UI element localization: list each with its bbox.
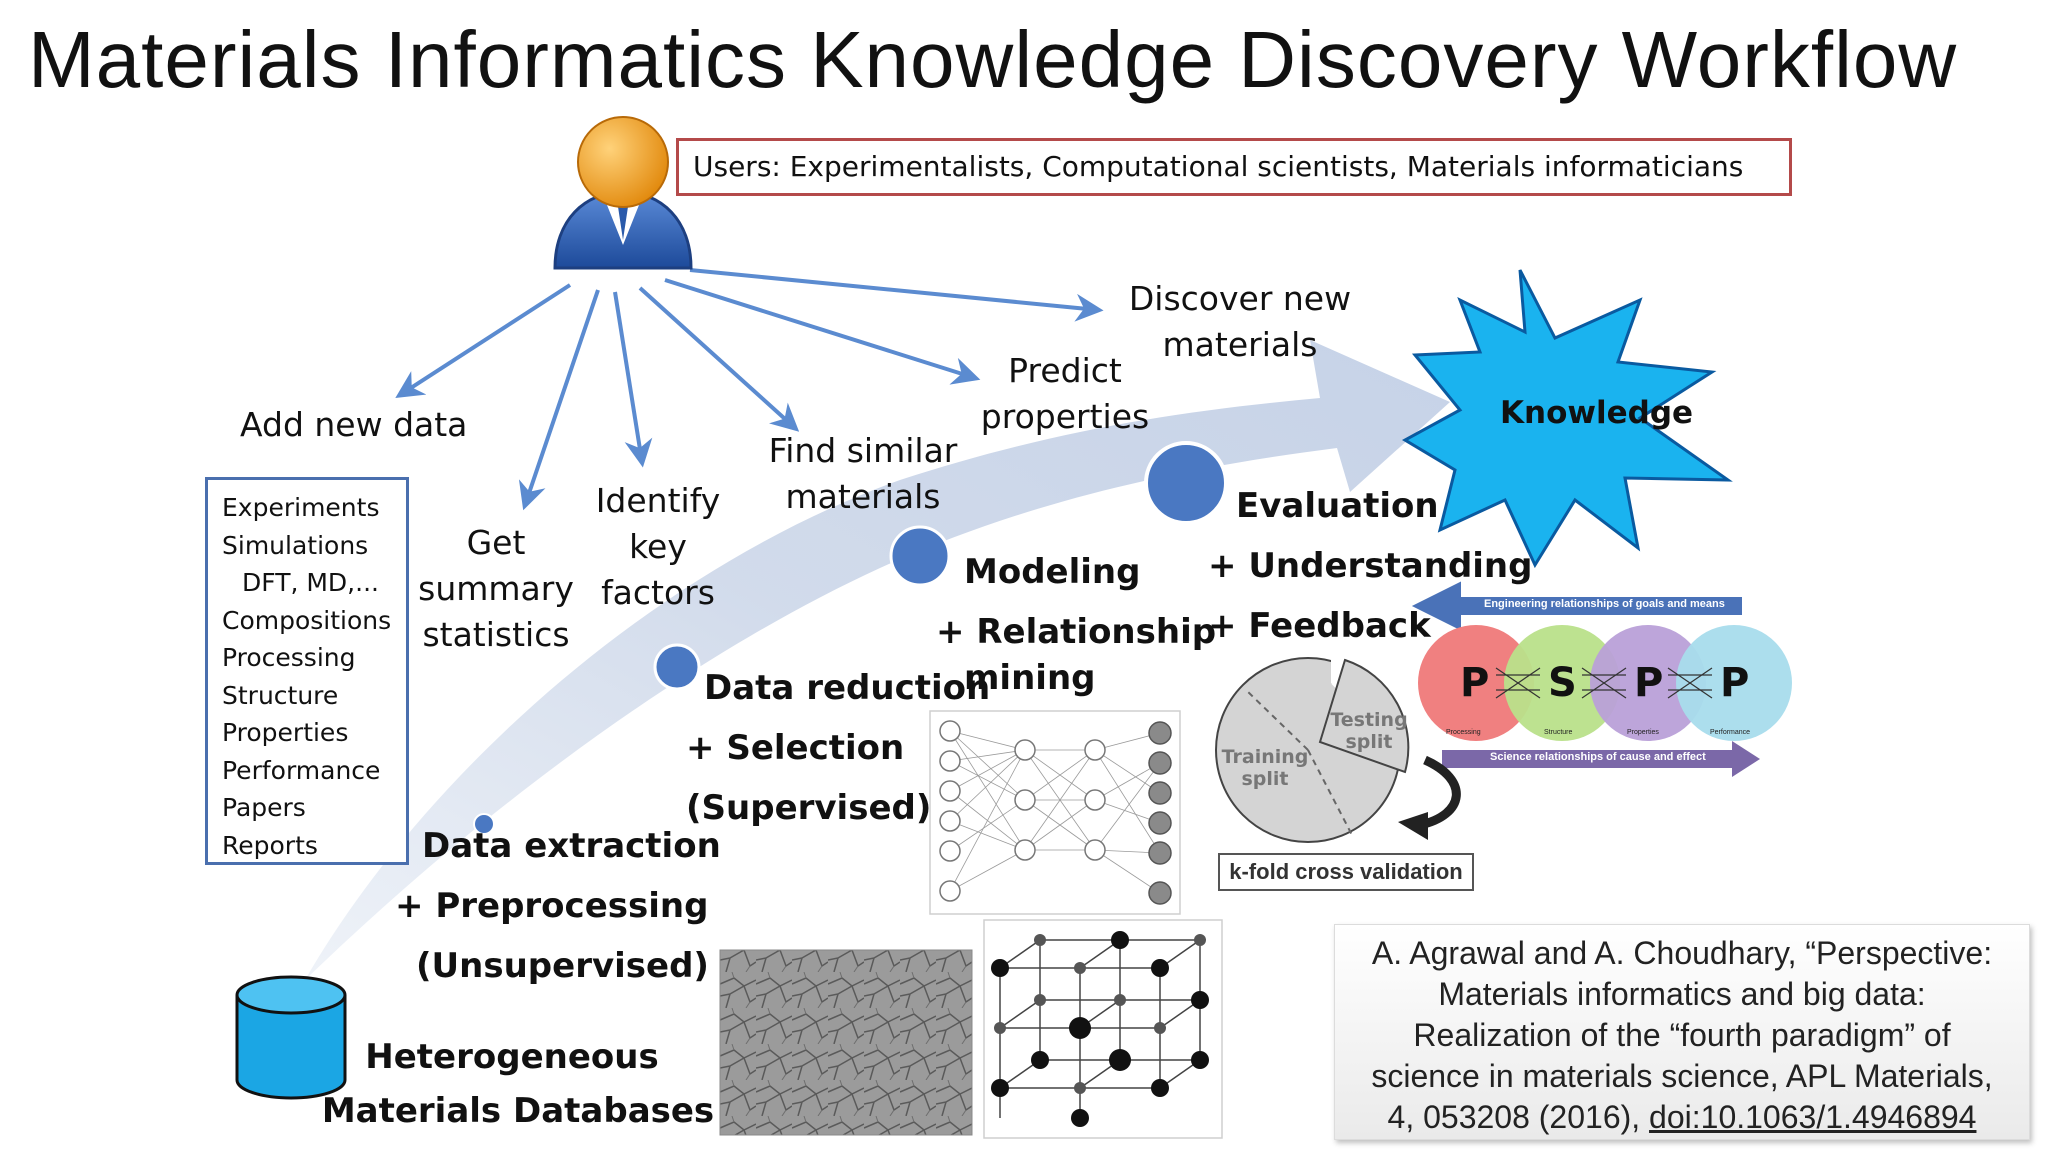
citation-box: A. Agrawal and A. Choudhary, “Perspectiv… <box>1334 924 2030 1140</box>
task-key-factors: Identify key factors <box>578 478 738 616</box>
node-evaluation <box>1144 441 1228 525</box>
psp-letter-properties: P <box>1634 660 1664 706</box>
psp-letter-processing: P <box>1460 660 1490 706</box>
psp-caption: Properties <box>1627 729 1659 736</box>
split-line: Testing <box>1330 709 1408 731</box>
kfold-pie <box>1215 652 1461 843</box>
task-predict-line: Predict <box>1008 351 1122 390</box>
citation-ref: 4, 053208 (2016), <box>1387 1099 1650 1135</box>
stage-evaluation: Evaluation + Understanding + Feedback <box>1208 476 1532 656</box>
database-label: Heterogeneous Materials Databases <box>318 1030 718 1138</box>
stage-reduction: Data reduction + Selection (Supervised) <box>686 658 991 838</box>
citation-line: 4, 053208 (2016), doi:10.1063/1.4946894 <box>1335 1097 2029 1138</box>
stage-modeling: Modeling + Relationship mining <box>936 542 1216 708</box>
users-box: Users: Experimentalists, Computational s… <box>676 138 1792 196</box>
citation-line: Realization of the “fourth paradigm” of <box>1413 1017 1951 1053</box>
stage-line: mining <box>964 658 1096 698</box>
task-summary-stats: Get summary statistics <box>416 520 576 658</box>
task-similar-line: Find similar <box>768 431 958 470</box>
task-similar-line: materials <box>785 477 941 516</box>
citation-line: Materials informatics and big data: <box>1438 976 1926 1012</box>
task-key-line: key <box>629 527 687 566</box>
task-predict-properties: Predict properties <box>960 348 1170 440</box>
node-modeling <box>889 525 951 587</box>
page-title: Materials Informatics Knowledge Discover… <box>28 15 1958 104</box>
psp-caption: Performance <box>1710 729 1751 736</box>
psp-caption: Processing <box>1446 729 1481 736</box>
stage-line: Modeling <box>964 552 1141 592</box>
split-line: Training <box>1221 746 1309 768</box>
task-discover-line: Discover new <box>1128 279 1352 318</box>
psp-caption: Structure <box>1544 729 1573 736</box>
task-discover-materials: Discover new materials <box>1120 276 1360 368</box>
knowledge-star <box>1401 269 1733 569</box>
list-item: Reports <box>222 830 318 860</box>
psp-letter-performance: P <box>1720 660 1750 706</box>
psp-letter-structure: S <box>1548 660 1577 706</box>
task-add-new-data: Add new data <box>240 405 468 444</box>
microstructure-image <box>719 949 973 1136</box>
stage-line: Data reduction <box>704 668 991 708</box>
list-item: Compositions <box>222 605 392 635</box>
task-similar-materials: Find similar materials <box>758 428 968 520</box>
user-arrows <box>395 268 1104 511</box>
crystal-lattice-image <box>983 919 1223 1139</box>
kfold-caption: k-fold cross validation <box>1218 853 1474 891</box>
psp-bottom-arrow-label: Science relationships of cause and effec… <box>1490 751 1706 763</box>
stage-line: + Relationship <box>936 612 1217 652</box>
node-extraction <box>473 813 495 835</box>
testing-split-label: Testing split <box>1324 709 1414 753</box>
stage-line: Evaluation <box>1236 486 1439 526</box>
task-summary-line: Get <box>466 523 526 562</box>
doi-link[interactable]: doi:10.1063/1.4946894 <box>1649 1099 1977 1135</box>
training-split-label: Training split <box>1220 746 1310 790</box>
task-key-line: Identify <box>595 481 721 520</box>
list-item: Structure <box>222 680 339 710</box>
node-reduction <box>653 643 701 691</box>
stage-line: + Selection <box>686 728 905 768</box>
split-line: split <box>1345 731 1393 753</box>
pspp-graphic <box>1411 581 1792 777</box>
knowledge-label: Knowledge <box>1500 395 1694 431</box>
list-item: Properties <box>222 718 349 747</box>
stage-line: (Supervised) <box>686 788 932 828</box>
list-item: Papers <box>222 793 306 822</box>
database-line: Materials Databases <box>321 1091 715 1131</box>
psp-top-arrow-label: Engineering relationships of goals and m… <box>1484 598 1725 610</box>
user-icon <box>553 116 693 270</box>
neural-network-image <box>929 710 1181 915</box>
stage-line: + Understanding <box>1208 546 1533 586</box>
list-item: Simulations <box>222 530 369 560</box>
list-item: Processing <box>222 643 356 672</box>
stage-line: (Unsupervised) <box>416 946 709 986</box>
stage-extraction: Data extraction + Preprocessing (Unsuper… <box>395 816 721 996</box>
task-summary-line: summary <box>418 569 574 608</box>
list-item: Performance <box>222 755 381 785</box>
stage-line: + Feedback <box>1208 606 1431 646</box>
stage-line: + Preprocessing <box>395 886 709 926</box>
task-summary-line: statistics <box>422 615 570 654</box>
workflow-arrow <box>305 340 1450 980</box>
list-item: Experiments <box>222 493 380 522</box>
data-sources-list: Experiments Simulations DFT, MD,... Comp… <box>205 477 409 865</box>
task-predict-line: properties <box>980 397 1150 436</box>
task-discover-line: materials <box>1162 325 1318 364</box>
citation-line: A. Agrawal and A. Choudhary, “Perspectiv… <box>1371 935 1993 971</box>
database-line: Heterogeneous <box>365 1037 659 1077</box>
split-line: split <box>1241 768 1289 790</box>
task-key-line: factors <box>601 573 715 612</box>
list-item: DFT, MD,... <box>242 568 379 597</box>
stage-line: Data extraction <box>422 826 721 866</box>
database-icon <box>235 975 347 1100</box>
citation-line: science in materials science, APL Materi… <box>1371 1058 1993 1094</box>
